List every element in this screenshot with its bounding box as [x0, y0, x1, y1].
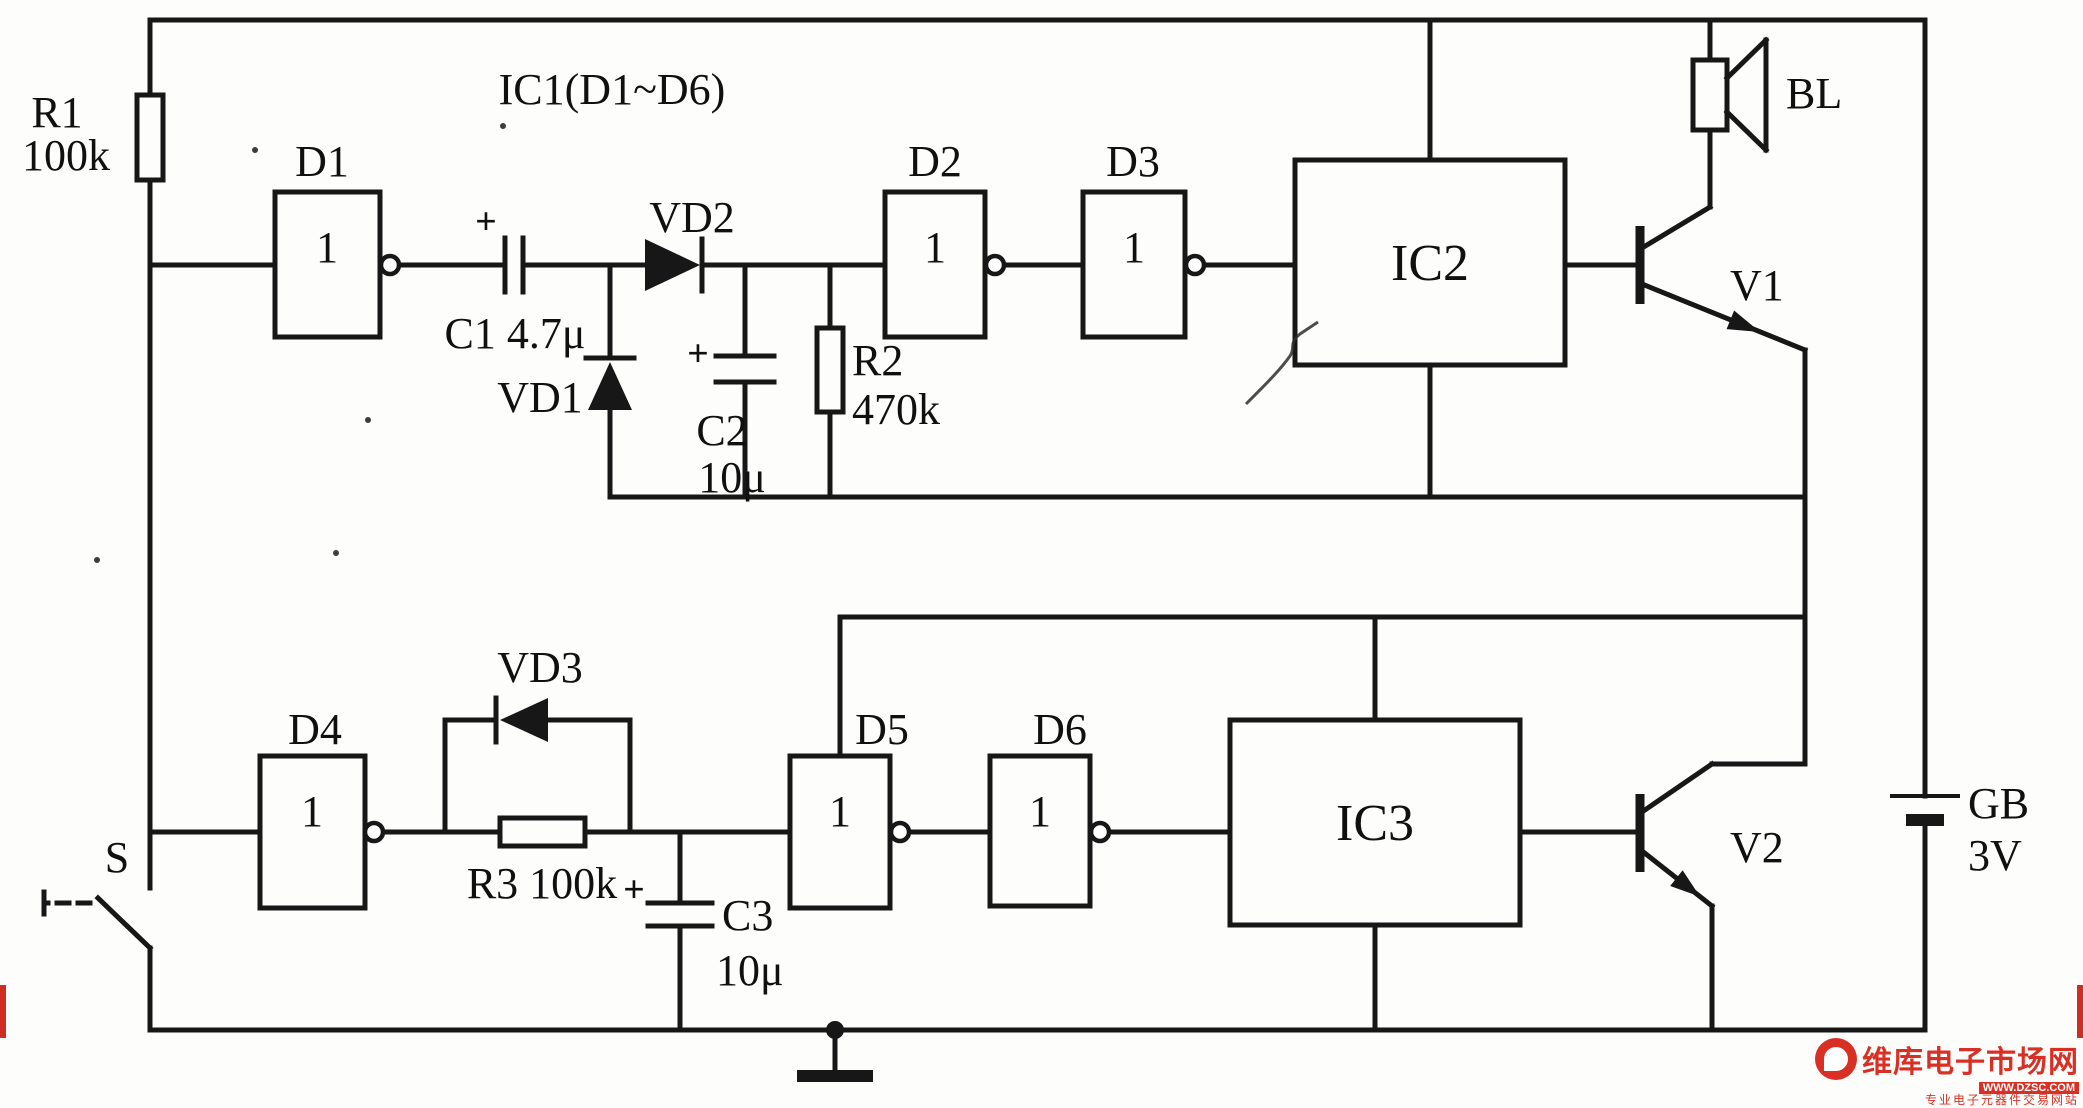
capacitor-c3: + C3 10μ	[623, 869, 783, 995]
inverter-bubble	[362, 820, 386, 844]
vd1-label: VD1	[497, 373, 583, 422]
ground-symbol	[797, 1021, 873, 1082]
switch-s: S	[41, 833, 154, 952]
diode-vd2: VD2	[645, 193, 735, 294]
gb-label: GB	[1968, 779, 2029, 828]
ic2-block: IC2	[1292, 157, 1568, 368]
dzsc-logo-icon	[1815, 1037, 1857, 1080]
inverter-bubble	[1183, 253, 1207, 277]
inverter-bubble	[1088, 820, 1112, 844]
ic1-group-label: IC1(D1~D6)	[499, 65, 726, 114]
d3-label: D3	[1106, 137, 1160, 186]
vd3-label: VD3	[497, 643, 583, 692]
d1-label: D1	[295, 137, 349, 186]
bl-label: BL	[1786, 69, 1842, 118]
d3-gate-symbol: 1	[1123, 223, 1145, 272]
resistor-r2: R2 470k	[814, 325, 940, 434]
ic2-label: IC2	[1391, 235, 1469, 292]
right-edge-red-mark	[2077, 985, 2083, 1038]
watermark-subline: WWW.DZSC.COM 专业电子元器件交易网站	[1924, 1081, 2079, 1108]
inverter-bubble	[378, 253, 402, 277]
inverter-bubble	[888, 820, 912, 844]
c2-value: 10μ	[698, 453, 766, 502]
speaker-bl: BL	[1690, 36, 1842, 154]
capacitor-c2: + C2 10μ	[687, 333, 777, 502]
gate-d6: 1 D6	[987, 705, 1112, 909]
ic3-label: IC3	[1336, 795, 1414, 852]
scan-artifacts	[94, 123, 1319, 563]
gate-d2: 1 D2	[882, 137, 1007, 340]
gb-value: 3V	[1968, 831, 2022, 880]
gate-d1: 1 D1	[272, 137, 402, 340]
r1-label: R1	[31, 88, 82, 137]
inverter-bubble	[983, 253, 1007, 277]
d2-label: D2	[908, 137, 962, 186]
d6-gate-symbol: 1	[1029, 787, 1051, 836]
vd2-label: VD2	[649, 193, 735, 242]
v1-label: V1	[1730, 261, 1784, 310]
d5-gate-symbol: 1	[829, 787, 851, 836]
watermark-tagline: 专业电子元器件交易网站	[1924, 1093, 2079, 1108]
bottom-circuit-wires	[147, 347, 1808, 1075]
d6-label: D6	[1033, 705, 1087, 754]
r3-label: R3 100k	[467, 859, 617, 908]
battery-gb: GB 3V	[1890, 779, 2029, 880]
capacitor-c1: + C1 4.7μ	[445, 201, 586, 358]
transistor-v2: V2	[1635, 760, 1784, 910]
d4-label: D4	[288, 705, 342, 754]
d1-gate-symbol: 1	[316, 223, 338, 272]
diode-vd3: VD3	[493, 643, 583, 745]
emitter-arrow-icon	[1670, 870, 1700, 897]
c3-label: C3	[722, 891, 773, 940]
speaker-icon	[1690, 57, 1730, 133]
resistor-r3: R3 100k	[467, 815, 617, 908]
junction-dot	[826, 1021, 844, 1039]
transistor-v1: V1	[1635, 203, 1809, 354]
d4-gate-symbol: 1	[301, 787, 323, 836]
watermark-brand: 维库电子市场网	[1862, 1045, 2079, 1079]
site-watermark: 维库电子市场网 WWW.DZSC.COM 专业电子元器件交易网站	[1815, 1037, 2079, 1108]
c1-polarity: +	[475, 201, 497, 243]
left-edge-red-mark	[0, 985, 6, 1038]
c3-value: 10μ	[716, 946, 784, 995]
top-circuit-wires	[147, 17, 1808, 500]
c2-label: C2	[696, 406, 747, 455]
c3-polarity: +	[623, 869, 645, 911]
s-label: S	[105, 833, 129, 882]
gate-d3: 1 D3	[1080, 137, 1207, 340]
r2-label: R2	[852, 336, 903, 385]
v2-label: V2	[1730, 823, 1784, 872]
d2-gate-symbol: 1	[924, 223, 946, 272]
ic3-block: IC3	[1227, 717, 1523, 928]
gate-d4: 1 D4	[257, 705, 386, 911]
border-wires	[147, 17, 1928, 1033]
gate-d5: 1 D5	[787, 705, 912, 911]
r1-value: 100k	[22, 131, 110, 180]
resistor-r1: R1 100k	[22, 88, 166, 183]
r2-value: 470k	[852, 385, 940, 434]
diode-vd1: VD1	[497, 355, 637, 422]
c1-label: C1 4.7μ	[445, 309, 586, 358]
watermark-url: WWW.DZSC.COM	[1978, 1081, 2079, 1095]
watermark-brand-row: 维库电子市场网	[1815, 1037, 2079, 1081]
c2-polarity: +	[687, 333, 709, 375]
emitter-arrow-icon	[1726, 310, 1760, 332]
d5-label: D5	[855, 705, 909, 754]
